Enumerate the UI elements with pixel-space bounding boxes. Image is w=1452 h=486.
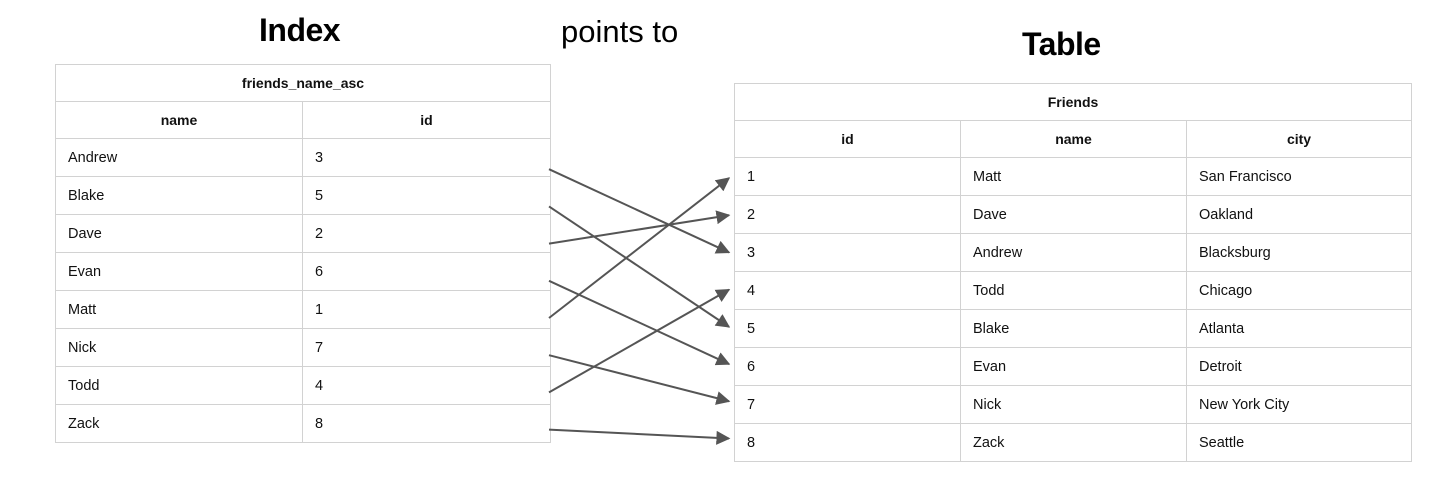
table-row: 4 Todd Chicago [734,271,1413,310]
points-to-label: points to [561,14,679,49]
friends-table-header-row: id name city [734,120,1413,158]
index-cell-name: Dave [55,214,303,253]
friends-column-header-name: name [960,120,1187,158]
pointer-arrow-zack-to-8 [548,428,731,445]
index-cell-name: Nick [55,328,303,367]
pointer-arrow-andrew-to-3 [548,168,731,254]
friends-table: Friends id name city 1 Matt San Francisc… [733,83,1413,462]
table-row: 8 Zack Seattle [734,423,1413,462]
friends-cell-city: Seattle [1185,423,1413,462]
friends-cell-city: San Francisco [1185,157,1413,196]
index-table-title: friends_name_asc [55,64,551,102]
table-row: Zack 8 [55,404,551,443]
index-cell-id: 2 [302,214,551,253]
index-cell-id: 7 [302,328,551,367]
index-table: friends_name_asc name id Andrew 3 Blake … [55,64,551,443]
table-row: 2 Dave Oakland [734,195,1413,234]
friends-cell-name: Zack [960,423,1187,462]
friends-cell-city: Chicago [1185,271,1413,310]
friends-cell-name: Blake [960,309,1187,348]
index-table-body: friends_name_asc name id Andrew 3 Blake … [55,64,551,443]
friends-table-title-row: Friends [733,83,1413,121]
index-cell-id: 3 [302,138,551,177]
index-cell-name: Zack [55,404,303,443]
index-cell-name: Blake [55,176,303,215]
index-table-title-row: friends_name_asc [55,64,551,102]
friends-cell-city: Blacksburg [1185,233,1413,272]
friends-cell-id: 6 [734,347,961,386]
friends-cell-city: Detroit [1185,347,1413,386]
table-row: Blake 5 [55,176,551,215]
friends-cell-id: 8 [734,423,961,462]
friends-cell-id: 4 [734,271,961,310]
table-heading: Table [1022,26,1101,62]
table-row: 1 Matt San Francisco [734,157,1413,196]
table-row: Nick 7 [55,328,551,367]
table-row: 3 Andrew Blacksburg [734,233,1413,272]
friends-cell-name: Nick [960,385,1187,424]
pointer-arrow-evan-to-6 [548,279,731,366]
friends-cell-city: Atlanta [1185,309,1413,348]
table-row: 6 Evan Detroit [734,347,1413,386]
index-cell-id: 8 [302,404,551,443]
table-row: Andrew 3 [55,138,551,177]
friends-cell-name: Evan [960,347,1187,386]
index-cell-id: 4 [302,366,551,405]
friends-table-title: Friends [733,83,1413,121]
index-cell-name: Todd [55,366,303,405]
table-row: Todd 4 [55,366,551,405]
table-row: 5 Blake Atlanta [734,309,1413,348]
arrow-group [548,168,731,445]
index-cell-name: Evan [55,252,303,291]
friends-cell-id: 7 [734,385,961,424]
friends-cell-id: 1 [734,157,961,196]
pointer-arrow-blake-to-5 [548,205,731,328]
friends-table-body: Friends id name city 1 Matt San Francisc… [733,83,1413,462]
index-column-header-name: name [55,101,303,139]
friends-cell-name: Todd [960,271,1187,310]
friends-column-header-id: id [734,120,961,158]
friends-cell-id: 5 [734,309,961,348]
friends-column-header-city: city [1185,120,1413,158]
table-row: 7 Nick New York City [734,385,1413,424]
pointer-arrow-dave-to-2 [548,210,731,245]
friends-cell-name: Andrew [960,233,1187,272]
index-heading: Index [259,12,341,48]
index-table-header-row: name id [55,101,551,139]
index-cell-id: 6 [302,252,551,291]
friends-cell-id: 2 [734,195,961,234]
friends-cell-city: New York City [1185,385,1413,424]
table-row: Dave 2 [55,214,551,253]
pointer-arrow-todd-to-4 [548,288,731,394]
pointer-arrow-nick-to-7 [548,354,731,405]
index-cell-name: Matt [55,290,303,329]
index-cell-id: 5 [302,176,551,215]
table-row: Matt 1 [55,290,551,329]
index-column-header-id: id [302,101,551,139]
table-row: Evan 6 [55,252,551,291]
friends-cell-name: Matt [960,157,1187,196]
friends-cell-id: 3 [734,233,961,272]
friends-cell-city: Oakland [1185,195,1413,234]
pointer-arrow-matt-to-1 [548,177,731,319]
index-cell-id: 1 [302,290,551,329]
friends-cell-name: Dave [960,195,1187,234]
index-cell-name: Andrew [55,138,303,177]
